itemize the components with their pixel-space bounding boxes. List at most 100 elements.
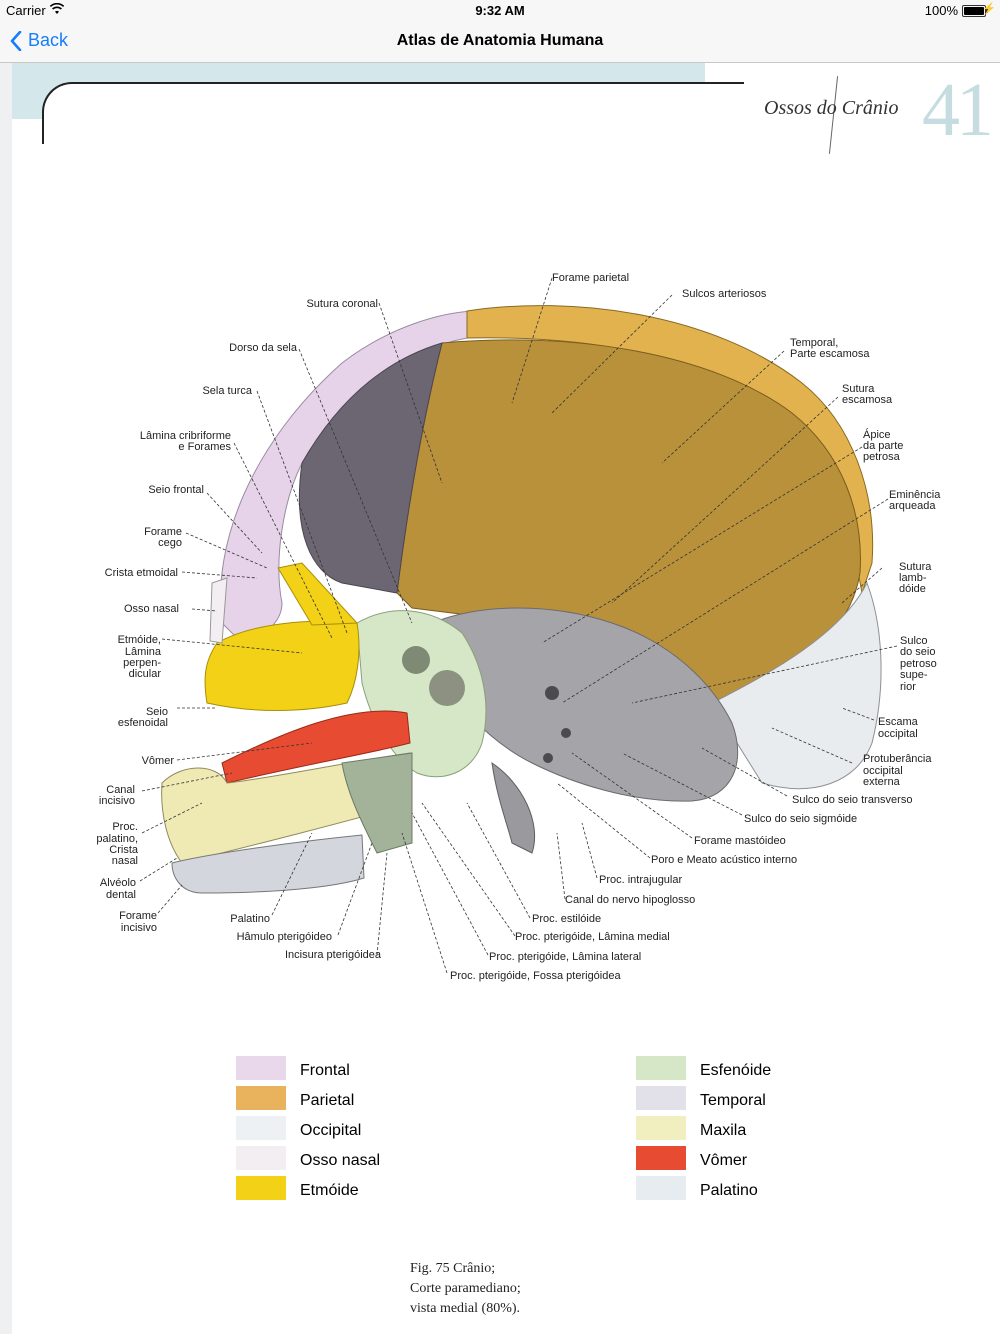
label-apice-2: da parte <box>863 440 903 452</box>
caption-line: Fig. 75 Crânio; <box>410 1261 496 1276</box>
legend-item: Etmóide <box>236 1176 496 1206</box>
status-time: 9:32 AM <box>475 3 525 18</box>
label-sutura-lambdoide-2: lamb- <box>899 572 927 584</box>
legend-label: Palatino <box>700 1182 758 1199</box>
label-temporal: Temporal, <box>790 337 838 349</box>
navigation-bar: Back Atlas de Anatomia Humana <box>0 20 1000 63</box>
label-incisura: Incisura pterigóidea <box>285 949 382 961</box>
label-seio-esfenoidal-2: esfenoidal <box>118 717 168 729</box>
label-hamulo: Hâmulo pterigóideo <box>237 931 332 943</box>
figure-labels: Forame parietal Sulcos arteriosos Sutura… <box>96 272 941 982</box>
caption-line: Corte paramediano; <box>410 1281 521 1296</box>
legend-item: Occipital <box>236 1116 496 1146</box>
label-canal-incisivo-2: incisivo <box>99 795 135 807</box>
label-seio-esfenoidal: Seio <box>146 706 168 718</box>
label-lamina-cribriforme: Lâmina cribriforme <box>140 430 231 442</box>
label-osso-nasal: Osso nasal <box>124 603 179 615</box>
label-forame-incisivo-2: incisivo <box>121 922 157 934</box>
skull-illustration: Forame parietal Sulcos arteriosos Sutura… <box>96 272 941 982</box>
wifi-icon <box>50 3 64 14</box>
legend-item: Esfenóide <box>636 1056 896 1086</box>
label-etmoide-2: Lâmina <box>125 646 162 658</box>
occipital-bone <box>711 581 882 790</box>
label-proc-estiloide: Proc. estilóide <box>532 913 601 925</box>
label-canal-incisivo: Canal <box>106 784 135 796</box>
carrier-label: Carrier <box>6 3 46 18</box>
label-sutura-coronal: Sutura coronal <box>306 298 378 310</box>
label-sela-turca: Sela turca <box>202 385 252 397</box>
legend-swatch <box>636 1146 686 1170</box>
label-vomer: Vômer <box>142 755 175 767</box>
label-protuberancia: Protuberância <box>863 753 932 765</box>
label-palatino: Palatino <box>230 913 270 925</box>
battery-percent: 100% <box>924 3 958 18</box>
label-forame-cego: Forame <box>144 526 182 538</box>
label-escama-occipital: Escama <box>878 716 919 728</box>
atlas-page[interactable]: Ossos do Crânio 41 <box>12 63 1000 1334</box>
label-temporal-2: Parte escamosa <box>790 348 870 360</box>
label-etmoide-4: dicular <box>129 668 162 680</box>
label-fossa-pterigoidea: Proc. pterigóide, Fossa pterigóidea <box>450 970 621 982</box>
leader-lines <box>139 277 898 974</box>
ethmoid-upper <box>277 562 359 626</box>
label-proc-palatino-2: palatino, <box>96 833 138 845</box>
label-forame-cego-2: cego <box>158 537 182 549</box>
legend-swatch <box>236 1056 286 1080</box>
legend-label: Etmóide <box>300 1182 359 1199</box>
legend-label: Esfenóide <box>700 1062 772 1079</box>
legend-item: Parietal <box>236 1086 496 1116</box>
vomer-bone <box>221 710 411 784</box>
label-sulco-transverso: Sulco do seio transverso <box>792 794 912 806</box>
back-label: Back <box>28 30 69 50</box>
legend-item: Maxila <box>636 1116 896 1146</box>
label-eminencia: Eminência <box>889 489 941 501</box>
battery-icon <box>962 5 988 17</box>
legend-label: Parietal <box>300 1092 355 1109</box>
legend-item: Vômer <box>636 1146 896 1176</box>
legend-swatch <box>636 1176 686 1200</box>
skull-drawing <box>161 305 882 894</box>
legend-label: Osso nasal <box>300 1152 381 1169</box>
status-bar: Carrier 9:32 AM 100% ⚡ <box>0 0 1000 20</box>
legend-swatch <box>636 1116 686 1140</box>
nasal-bone <box>209 577 228 644</box>
legend-swatch <box>236 1086 286 1110</box>
legend-item: Osso nasal <box>236 1146 496 1176</box>
label-sulco-seio-petroso-4: supe- <box>900 669 928 681</box>
label-etmoide: Etmóide, <box>118 634 161 646</box>
label-forame-incisivo: Forame <box>119 910 157 922</box>
label-sulco-seio-petroso: Sulco <box>900 635 928 647</box>
label-poro-meato: Poro e Meato acústico interno <box>651 854 797 866</box>
label-protuberancia-3: externa <box>863 776 901 788</box>
label-sutura-lambdoide-3: dóide <box>899 583 926 595</box>
temporal-bone <box>431 607 739 802</box>
caption-line: vista medial (80%). <box>410 1301 521 1316</box>
label-forame-parietal: Forame parietal <box>552 272 629 284</box>
label-sulco-seio-petroso-2: do seio <box>900 646 935 658</box>
label-proc-intrajugular: Proc. intrajugular <box>599 874 682 886</box>
legend-swatch <box>236 1116 286 1140</box>
label-sulcos-arteriosos: Sulcos arteriosos <box>682 288 767 300</box>
label-alveolo-dental: Alvéolo <box>100 877 136 889</box>
label-sutura-lambdoide: Sutura <box>899 561 932 573</box>
chevron-left-icon <box>10 30 22 51</box>
label-protuberancia-2: occipital <box>863 765 903 777</box>
legend-label: Vômer <box>700 1152 748 1169</box>
palatine-bone <box>341 752 413 854</box>
label-alveolo-dental-2: dental <box>106 889 136 901</box>
page-title: Atlas de Anatomia Humana <box>396 32 604 49</box>
label-proc-palatino-3: Crista <box>109 844 139 856</box>
label-escama-occipital-2: occipital <box>878 728 918 740</box>
label-crista-etmoidal: Crista etmoidal <box>105 567 178 579</box>
label-sulco-sigmoide: Sulco do seio sigmóide <box>744 813 857 825</box>
back-button[interactable]: Back <box>10 30 68 51</box>
label-canal-hipoglosso: Canal do nervo hipoglosso <box>565 894 695 906</box>
legend-label: Temporal <box>700 1092 766 1109</box>
label-apice: Ápice <box>863 428 891 441</box>
teeth <box>171 834 365 894</box>
label-sutura-escamosa-2: escamosa <box>842 394 893 406</box>
page-frame-curve <box>42 82 744 144</box>
label-etmoide-3: perpen- <box>123 657 161 669</box>
legend-swatch <box>636 1056 686 1080</box>
label-proc-palatino-4: nasal <box>112 855 138 867</box>
